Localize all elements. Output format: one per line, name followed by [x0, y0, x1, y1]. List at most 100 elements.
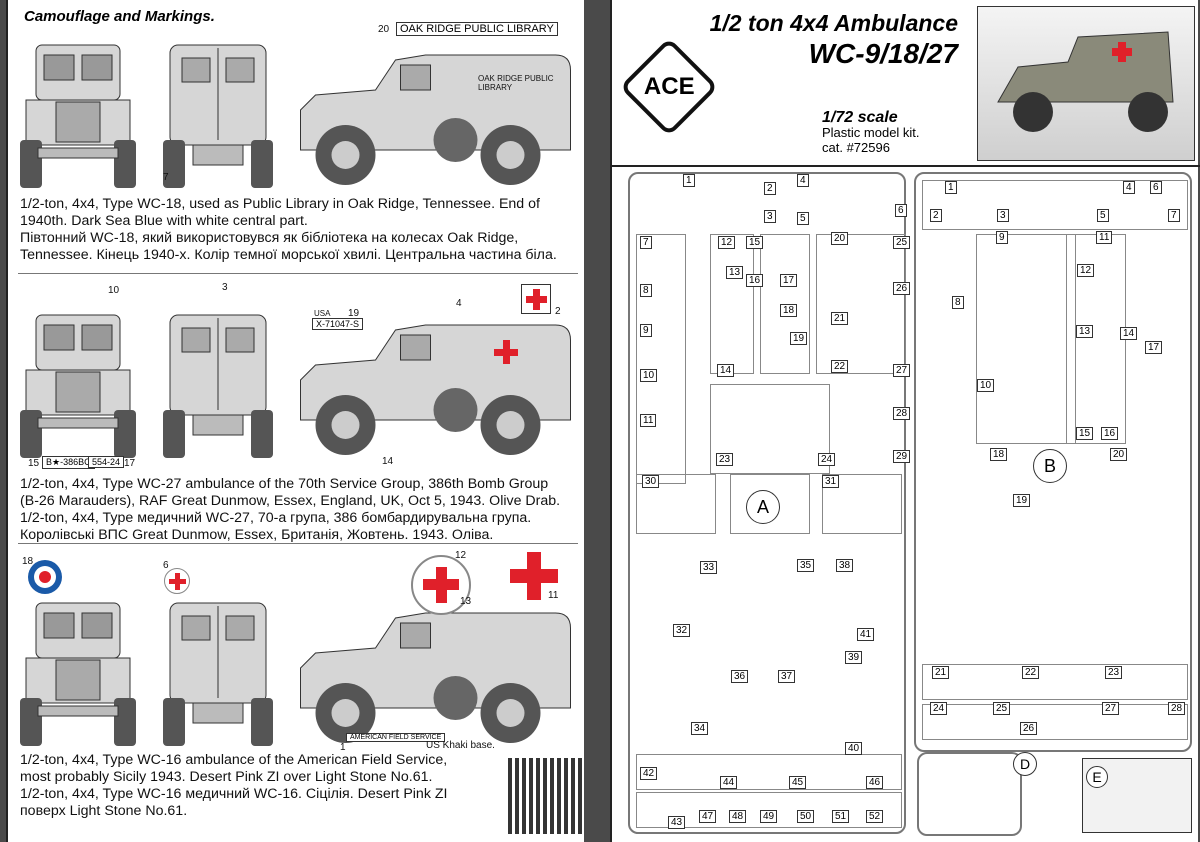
desc-line: (B-26 Marauders), RAF Great Dunmow, Esse… — [20, 493, 561, 509]
part-number: 3 — [764, 210, 776, 223]
part-number: 34 — [691, 722, 709, 735]
catalog-number: cat. #72596 — [822, 140, 890, 155]
callout: 19 — [348, 308, 360, 319]
part-number: 20 — [831, 232, 849, 245]
part-number: 10 — [977, 379, 995, 392]
bumper-code-decal: B★-386BC — [42, 456, 95, 469]
part-number: 18 — [780, 304, 798, 317]
callout: 1 — [340, 742, 346, 753]
part-number: 39 — [845, 651, 863, 664]
part-number: 2 — [930, 209, 942, 222]
rear-view-wc18 — [158, 40, 278, 190]
callout: 4 — [456, 298, 462, 309]
part-number: 26 — [893, 282, 911, 295]
bumper-number-decal: 554-24 — [88, 456, 125, 468]
callout: 18 — [22, 556, 34, 567]
section-title: Camouflage and Markings. — [24, 8, 215, 25]
desc-line: Tennessee. Кінець 1940-х. Колір темної м… — [20, 247, 557, 263]
part-number: 7 — [640, 236, 652, 249]
desc-line: most probably Sicily 1943. Desert Pink Z… — [20, 769, 433, 785]
kit-title: 1/2 ton 4x4 Ambulance — [709, 10, 958, 36]
part-number: 5 — [1097, 209, 1109, 222]
divider — [18, 543, 578, 544]
part-number: 8 — [640, 284, 652, 297]
part-number: 30 — [642, 475, 660, 488]
camouflage-panel: Camouflage and Markings. 20 OAK RIDGE PU… — [6, 0, 584, 842]
part-number: 36 — [731, 670, 749, 683]
callout: 7 — [163, 172, 169, 183]
part-number: 45 — [789, 776, 807, 789]
sprue-letter-d: D — [1013, 752, 1037, 776]
part-number: 51 — [832, 810, 850, 823]
sprue-d — [917, 752, 1022, 836]
part-number: 2 — [764, 182, 776, 195]
part-number: 16 — [1101, 427, 1119, 440]
part-number: 31 — [822, 475, 840, 488]
part-number: 18 — [990, 448, 1008, 461]
desc-line: 1940th. Dark Sea Blue with white central… — [20, 213, 308, 229]
callout: 11 — [548, 590, 559, 601]
part-number: 26 — [1020, 722, 1038, 735]
part-number: 23 — [1105, 666, 1123, 679]
callout: 20 — [378, 24, 390, 35]
desc-line: 1/2-ton, 4x4, Type медичний WC-27, 70-а … — [20, 510, 532, 526]
part-number: 24 — [818, 453, 836, 466]
part-number: 43 — [668, 816, 686, 829]
side-view-wc16 — [293, 598, 578, 748]
part-number: 49 — [760, 810, 778, 823]
part-number: 3 — [997, 209, 1009, 222]
callout: 12 — [455, 550, 467, 561]
scheme1-description: 1/2-ton, 4x4, Type WC-18, used as Public… — [20, 196, 580, 264]
part-number: 24 — [930, 702, 948, 715]
part-number: 28 — [1168, 702, 1186, 715]
part-number: 8 — [952, 296, 964, 309]
sprue-letter-a: A — [746, 490, 780, 524]
qr-code[interactable] — [508, 758, 584, 834]
sprue-a — [628, 172, 906, 834]
part-number: 29 — [893, 450, 911, 463]
part-number: 9 — [640, 324, 652, 337]
part-number: 14 — [1120, 327, 1138, 340]
part-number: 13 — [726, 266, 744, 279]
part-number: 32 — [673, 624, 691, 637]
fret-letter-e: E — [1086, 766, 1108, 788]
part-number: 27 — [893, 364, 911, 377]
part-number: 7 — [1168, 209, 1180, 222]
part-number: 11 — [1096, 231, 1113, 244]
desc-line: Королівські ВПС Great Dunmow, Essex, Бри… — [20, 527, 494, 543]
part-number: 1 — [945, 181, 957, 194]
part-number: 1 — [683, 174, 695, 187]
desc-line: поверх Light Stone No.61. — [20, 803, 188, 819]
part-number: 15 — [746, 236, 764, 249]
box-art-photo — [977, 6, 1195, 161]
desc-line: 1/2-ton, 4x4, Type WC-27 ambulance of th… — [20, 476, 549, 492]
part-number: 25 — [893, 236, 911, 249]
roundel-decal — [28, 560, 62, 594]
part-number: 27 — [1102, 702, 1120, 715]
scale-label: 1/72 scale — [822, 109, 898, 126]
base-color-note: US Khaki base. — [426, 740, 495, 751]
part-number: 40 — [845, 742, 863, 755]
parts-panel: 1/2 ton 4x4 Ambulance WC-9/18/27 ACE 1/7… — [610, 0, 1200, 842]
callout: 13 — [460, 596, 472, 607]
part-number: 28 — [893, 407, 911, 420]
callout: 2 — [555, 306, 561, 317]
part-number: 37 — [778, 670, 796, 683]
part-number: 15 — [1076, 427, 1094, 440]
part-number: 13 — [1076, 325, 1094, 338]
rear-view-wc16 — [158, 598, 278, 748]
part-number: 5 — [797, 212, 809, 225]
desc-line: 1/2-ton, 4x4, Type WC-16 ambulance of th… — [20, 752, 448, 768]
callout: 6 — [163, 560, 169, 571]
part-number: 20 — [1110, 448, 1128, 461]
part-number: 6 — [895, 204, 907, 217]
part-number: 35 — [797, 559, 815, 572]
part-number: 33 — [700, 561, 718, 574]
part-number: 46 — [866, 776, 884, 789]
library-sign-decal: OAK RIDGE PUBLIC LIBRARY — [396, 22, 558, 36]
ace-logo: ACE — [619, 37, 719, 137]
part-number: 23 — [716, 453, 734, 466]
part-number: 21 — [831, 312, 849, 325]
part-number: 6 — [1150, 181, 1162, 194]
part-number: 21 — [932, 666, 950, 679]
